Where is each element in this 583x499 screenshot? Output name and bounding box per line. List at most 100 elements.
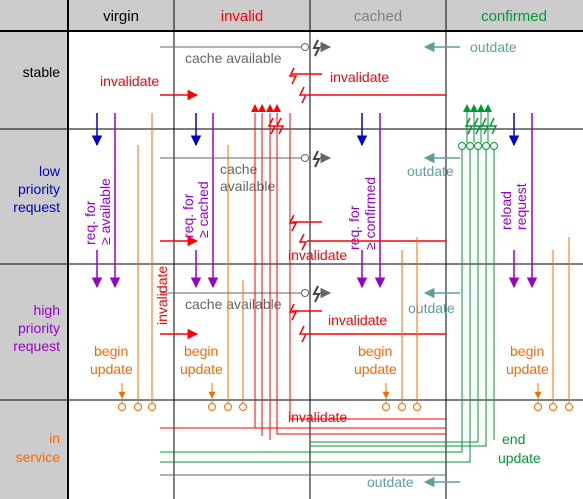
lightning-icon (275, 117, 285, 135)
lightning-icon (312, 150, 321, 168)
clock-icon (224, 403, 232, 411)
update-label-confirmed: update (506, 361, 549, 377)
green-arrowhead (470, 104, 478, 112)
cache-available-label-high: cache available (185, 296, 282, 312)
update-label-virgin: update (90, 361, 133, 377)
clock-icon (466, 142, 474, 150)
invalidate-label-virgin-stable: invalidate (100, 73, 159, 89)
column-header-cached: cached (354, 8, 402, 25)
outdate-label-low: outdate (407, 163, 454, 179)
cache-available-label-stable: cache available (185, 50, 282, 66)
outdate-label-high: outdate (408, 300, 455, 316)
update-label-cached: update (354, 361, 397, 377)
high-priority-row-transitions: invalidate cache available outdate inval… (90, 266, 549, 377)
invalidate-vertical-label: invalidate (154, 266, 170, 325)
clock-icon (490, 142, 498, 150)
clock-icon (301, 289, 309, 297)
outdate-label-in-service: outdate (367, 474, 414, 490)
lightning-icon (288, 67, 298, 85)
clock-icon (398, 403, 406, 411)
green-arrowhead (463, 104, 471, 112)
clock-icon (474, 142, 482, 150)
outdate-label-stable: outdate (470, 39, 517, 55)
clock-icon (482, 142, 490, 150)
lightning-icon (298, 86, 308, 104)
header-row-background (0, 0, 583, 31)
row-header-low-line3: request (13, 199, 60, 215)
red-arrowhead (266, 104, 274, 112)
clock-icon (549, 403, 557, 411)
ge-cached-label: ≥ cached (195, 181, 211, 238)
row-header-high-line1: high (34, 302, 60, 318)
clock-icon (208, 403, 216, 411)
row-header-in-line1: in (49, 430, 60, 446)
lightning-icon (267, 117, 277, 135)
column-header-invalid: invalid (221, 8, 264, 25)
invalidate-label-in-service: invalidate (288, 409, 347, 425)
lightning-icon (288, 214, 298, 232)
confirmed-arrow-cluster (458, 104, 498, 150)
in-service-red-arrowheads (251, 104, 285, 135)
red-arrowhead (258, 104, 266, 112)
column-header-confirmed: confirmed (481, 8, 547, 25)
row-header-low-line2: priority (18, 181, 60, 197)
update-label-end: update (498, 450, 541, 466)
invalidate-label-high: invalidate (328, 312, 387, 328)
in-service-clock-icons (118, 403, 573, 411)
column-header-virgin: virgin (103, 8, 139, 25)
lightning-icon (472, 117, 482, 135)
req-for-label: req. for (180, 193, 196, 238)
req-for-label: req. for (82, 200, 98, 245)
clock-icon (534, 403, 542, 411)
lightning-icon (312, 39, 321, 57)
red-arrowhead (273, 104, 281, 112)
red-arrowhead (251, 104, 259, 112)
reload-label: reload (498, 191, 514, 230)
clock-icon (382, 403, 390, 411)
clock-icon (239, 403, 247, 411)
clock-icon (301, 154, 309, 162)
row-header-low-line1: low (39, 163, 61, 179)
clock-icon (134, 403, 142, 411)
clock-icon (148, 403, 156, 411)
begin-label-cached: begin (358, 343, 392, 359)
clock-icon (413, 403, 421, 411)
in-service-invalidate-lines (160, 113, 446, 440)
lightning-icon (298, 233, 308, 251)
clock-icon (458, 142, 466, 150)
invalidate-label-low: invalidate (288, 247, 347, 263)
lightning-icon (464, 117, 474, 135)
low-priority-row-transitions: req. for ≥ available req. for ≥ cached r… (82, 113, 538, 289)
invalidate-label-cached-stable: invalidate (330, 69, 389, 85)
column-headers: virgin invalid cached confirmed (103, 8, 547, 25)
request-label: request (513, 183, 529, 230)
green-arrowhead (484, 104, 492, 112)
end-label: end (502, 431, 525, 447)
clock-icon (118, 403, 126, 411)
row-header-in-line2: service (16, 449, 61, 465)
row-header-high-line2: priority (18, 320, 60, 336)
orange-clock-arrowheads (118, 383, 542, 399)
lightning-icon (298, 325, 308, 343)
row-header-stable: stable (23, 64, 61, 80)
lightning-icon (488, 117, 498, 135)
lightning-icon (480, 117, 490, 135)
update-label-invalid: update (180, 361, 223, 377)
stable-row-transitions: cache available outdate invalidate inval… (100, 39, 517, 104)
green-arrowhead (477, 104, 485, 112)
ge-available-label: ≥ available (97, 178, 113, 245)
cache-label-low: cache (220, 161, 258, 177)
ge-confirmed-label: ≥ confirmed (362, 177, 378, 250)
header-column-background (0, 0, 68, 499)
lightning-icon (288, 303, 298, 321)
reload-request-label: reload request (498, 183, 529, 230)
begin-label-invalid: begin (184, 343, 218, 359)
end-update-lines (160, 143, 495, 463)
row-header-high-line3: request (13, 338, 60, 354)
req-cached-label: req. for ≥ cached (180, 181, 211, 238)
row-headers: stable low priority request high priorit… (13, 64, 61, 465)
clock-icon (565, 403, 573, 411)
req-confirmed-label: req. for ≥ confirmed (346, 177, 378, 250)
req-for-label: req. for (346, 205, 362, 250)
